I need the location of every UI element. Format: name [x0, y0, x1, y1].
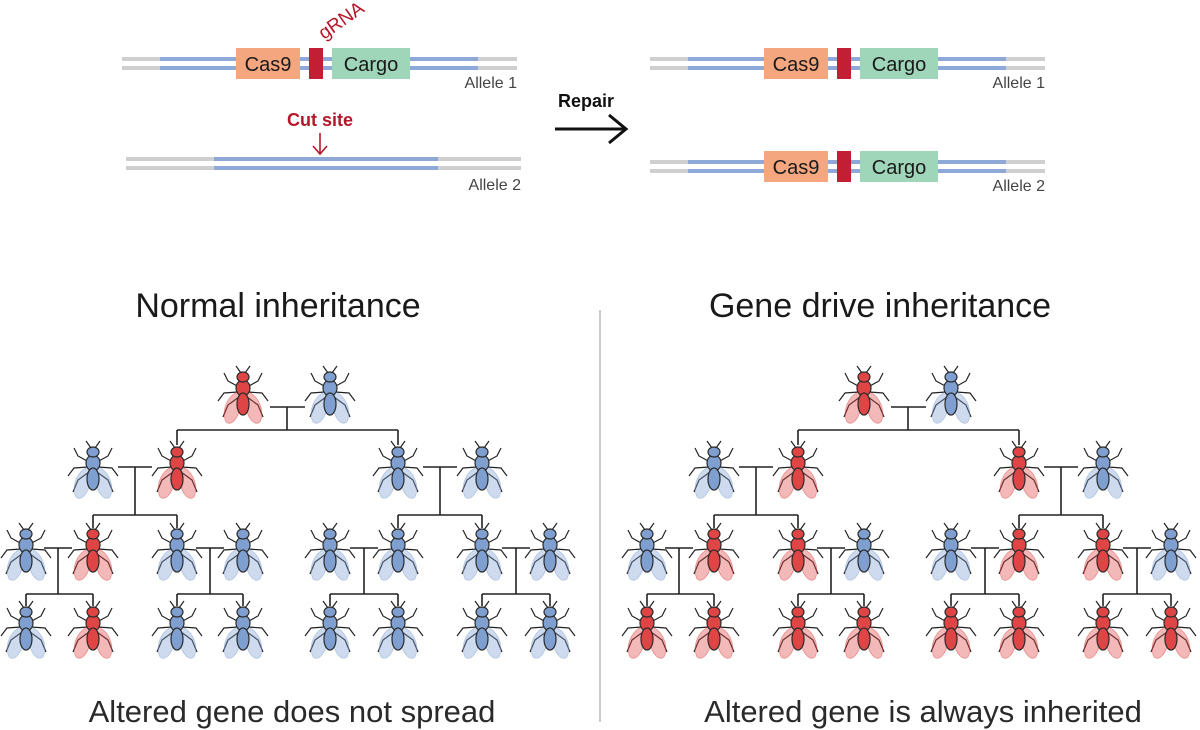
fly-red — [993, 600, 1045, 659]
cas9-label: Cas9 — [245, 54, 292, 76]
fly-blue — [1077, 440, 1129, 499]
fly-red — [217, 365, 269, 424]
normal-inheritance-flies — [0, 365, 576, 659]
cargo-label: Cargo — [872, 54, 926, 76]
fly-blue — [838, 522, 890, 581]
fly-blue — [372, 522, 424, 581]
fly-blue — [151, 522, 203, 581]
cas9-box — [764, 48, 828, 79]
fly-red — [688, 522, 740, 581]
allele-2-label: Allele 2 — [469, 177, 522, 194]
fly-red — [1077, 522, 1129, 581]
fly-red — [838, 600, 890, 659]
drive-caption: Altered gene is always inherited — [704, 694, 1142, 729]
fly-blue — [151, 600, 203, 659]
grna-label: gRNA — [315, 0, 369, 44]
grna-box — [837, 48, 851, 79]
fly-blue — [372, 440, 424, 499]
cas9-label: Cas9 — [773, 54, 820, 76]
fly-blue — [925, 365, 977, 424]
fly-red — [1145, 600, 1197, 659]
fly-red — [1077, 600, 1129, 659]
gene-drive-inheritance-title: Gene drive inheritance — [709, 287, 1051, 325]
fly-blue — [456, 522, 508, 581]
fly-blue — [304, 365, 356, 424]
fly-red — [925, 600, 977, 659]
normal-caption: Altered gene does not spread — [89, 694, 496, 729]
fly-blue — [372, 600, 424, 659]
right-allele-2: Cas9 Cargo Allele 2 — [650, 151, 1045, 195]
fly-blue — [0, 522, 52, 581]
fly-red — [772, 440, 824, 499]
fly-blue — [1145, 522, 1197, 581]
left-allele-2: Allele 2 Cut site — [126, 110, 521, 194]
fly-blue — [217, 522, 269, 581]
cut-site-arrow — [312, 133, 328, 156]
allele-1-label: Allele 1 — [465, 75, 518, 92]
cargo-box — [860, 48, 938, 79]
fly-blue — [304, 522, 356, 581]
right-allele-1: Cas9 Cargo Allele 1 — [650, 48, 1045, 92]
fly-red — [993, 440, 1045, 499]
fly-red — [838, 365, 890, 424]
fly-blue — [524, 522, 576, 581]
repair-label: Repair — [558, 91, 614, 111]
cargo-box — [332, 48, 410, 79]
fly-red — [772, 522, 824, 581]
cas9-box — [764, 151, 828, 182]
grna-box — [837, 151, 851, 182]
fly-red — [688, 600, 740, 659]
repair-arrow: Repair — [555, 91, 629, 145]
allele-2-label: Allele 2 — [993, 178, 1046, 195]
gene-drive-inheritance-flies — [621, 365, 1197, 659]
crispr-schematic: Cas9 Cargo Allele 1 gRNA Allele 2 Cut si… — [122, 0, 1045, 195]
cargo-box — [860, 151, 938, 182]
fly-red — [772, 600, 824, 659]
fly-blue — [688, 440, 740, 499]
cas9-label: Cas9 — [773, 157, 820, 179]
allele-1-label: Allele 1 — [993, 75, 1046, 92]
fly-red — [621, 600, 673, 659]
cut-site-label: Cut site — [287, 110, 353, 130]
fly-red — [151, 440, 203, 499]
left-allele-1: Cas9 Cargo Allele 1 gRNA — [122, 0, 517, 92]
fly-red — [67, 600, 119, 659]
normal-inheritance-title: Normal inheritance — [135, 287, 420, 325]
normal-inheritance-tree — [25, 406, 551, 606]
fly-blue — [304, 600, 356, 659]
fly-red — [67, 522, 119, 581]
fly-blue — [621, 522, 673, 581]
cargo-label: Cargo — [344, 54, 398, 76]
fly-blue — [217, 600, 269, 659]
fly-blue — [524, 600, 576, 659]
fly-red — [993, 522, 1045, 581]
cargo-label: Cargo — [872, 157, 926, 179]
fly-blue — [925, 522, 977, 581]
fly-blue — [456, 440, 508, 499]
cas9-box — [236, 48, 300, 79]
fly-blue — [0, 600, 52, 659]
fly-blue — [456, 600, 508, 659]
gene-drive-inheritance-tree — [646, 406, 1172, 606]
grna-box — [309, 48, 323, 79]
fly-blue — [67, 440, 119, 499]
